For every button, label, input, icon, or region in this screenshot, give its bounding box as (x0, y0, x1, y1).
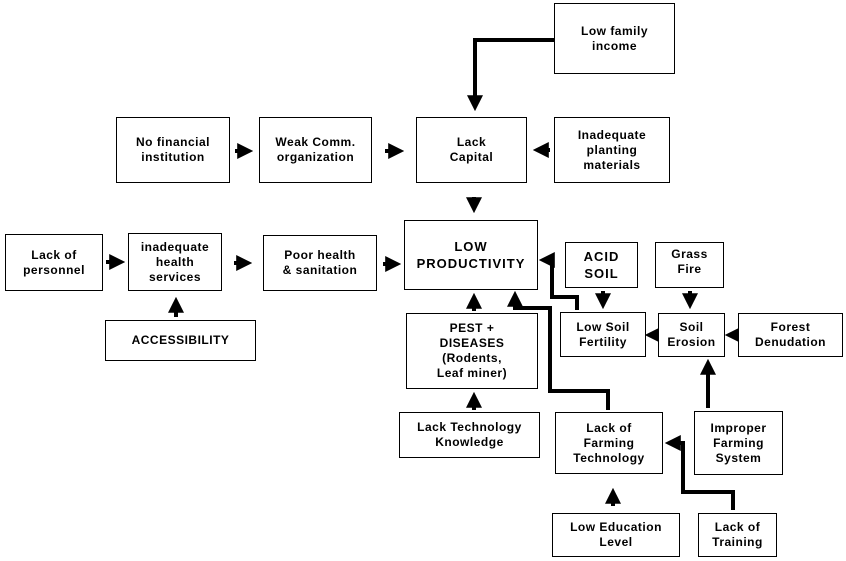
node-low-soil-fertility: Low Soil Fertility (560, 312, 646, 357)
node-poor-health-sanitation: Poor health & sanitation (263, 235, 377, 291)
node-weak-comm-organization: Weak Comm. organization (259, 117, 372, 183)
arrow-training-to-farmingtech (664, 435, 735, 510)
node-no-financial-institution: No financial institution (116, 117, 230, 183)
node-lack-of-training: Lack of Training (698, 513, 777, 557)
node-pest-diseases: PEST + DISEASES (Rodents, Leaf miner) (406, 313, 538, 389)
node-low-productivity: LOW PRODUCTIVITY (404, 220, 538, 290)
node-inadequate-planting-materials: Inadequate planting materials (554, 117, 670, 183)
node-lack-farming-technology: Lack of Farming Technology (555, 412, 663, 474)
arrow-income-to-capital (467, 38, 554, 112)
node-accessibility: ACCESSIBILITY (105, 320, 256, 361)
arrow-fertility-to-productivity (538, 252, 579, 310)
node-low-family-income: Low family income (554, 3, 675, 74)
node-lack-capital: Lack Capital (416, 117, 527, 183)
arrow-farmingtech-to-productivity (507, 290, 610, 410)
node-soil-erosion: Soil Erosion (658, 313, 725, 357)
node-low-education-level: Low Education Level (552, 513, 680, 557)
node-grass-fire: Grass Fire (655, 242, 724, 288)
node-lack-technology-knowledge: Lack Technology Knowledge (399, 412, 540, 458)
node-lack-of-personnel: Lack of personnel (5, 234, 103, 291)
node-acid-soil: ACID SOIL (565, 242, 638, 288)
node-forest-denudation: Forest Denudation (738, 313, 843, 357)
node-inadequate-health-services: inadequate health services (128, 233, 222, 291)
node-improper-farming-system: Improper Farming System (694, 411, 783, 475)
